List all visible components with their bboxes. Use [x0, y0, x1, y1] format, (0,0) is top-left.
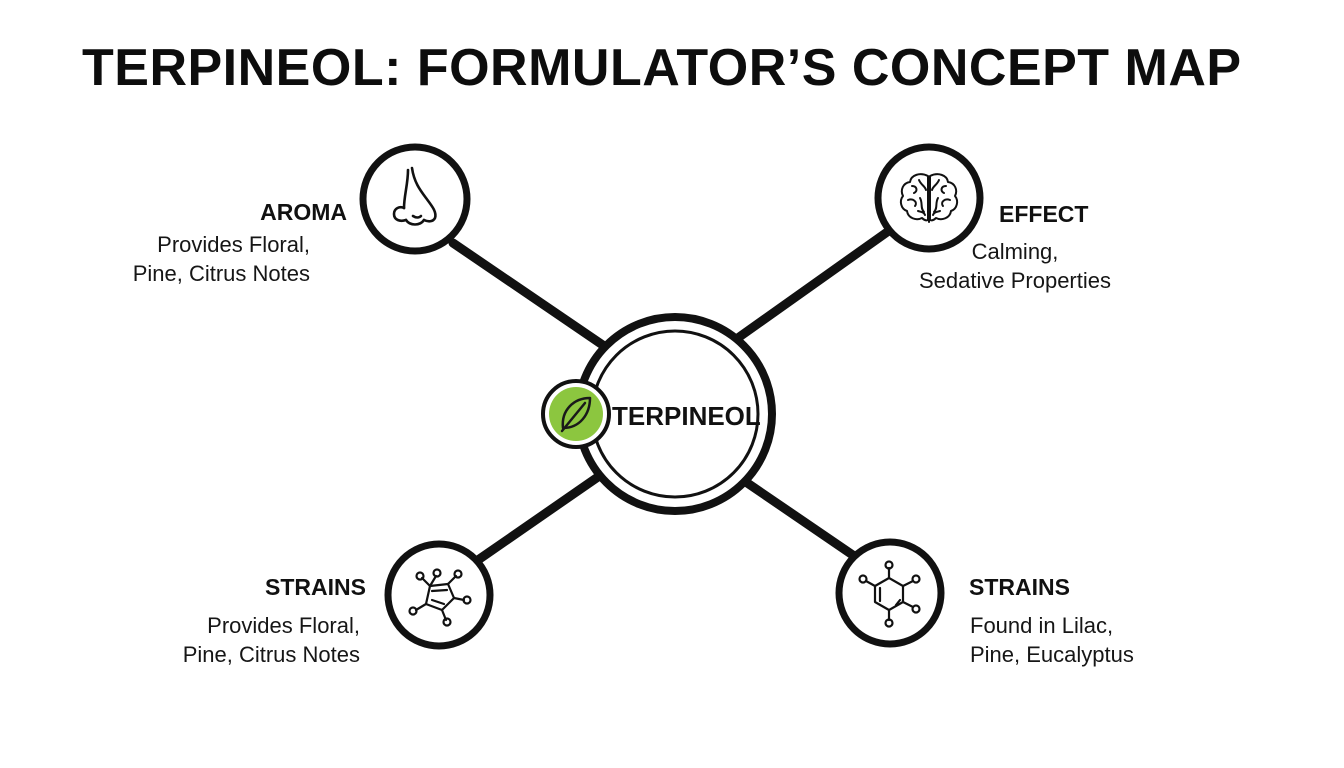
aroma-description: Provides Floral, Pine, Citrus Notes	[133, 230, 310, 288]
strains-right-desc-line-1: Found in Lilac,	[970, 613, 1114, 638]
aroma-desc-line-2: Pine, Citrus Notes	[132, 261, 310, 286]
molecule-ring-icon	[858, 560, 921, 628]
strains-right-node	[835, 538, 945, 648]
molecule-icon	[408, 568, 472, 627]
page-title: TERPINEOL: FORMULATOR’S CONCEPT MAP	[82, 39, 1242, 97]
center-node	[574, 313, 776, 515]
aroma-desc-line-1: Provides Floral,	[157, 232, 310, 257]
strains-right-label: STRAINS	[969, 574, 1070, 600]
effect-description: Calming, Sedative Properties	[905, 237, 1125, 295]
strains-left-label: STRAINS	[265, 574, 366, 600]
aroma-label: AROMA	[260, 199, 347, 225]
effect-label: EFFECT	[999, 201, 1089, 227]
connector-effect	[730, 225, 895, 345]
connector-aroma	[448, 238, 615, 355]
strains-left-node	[384, 540, 494, 650]
aroma-node	[359, 143, 471, 255]
strains-left-description: Provides Floral, Pine, Citrus Notes	[183, 611, 360, 669]
center-label: TERPINEOL	[612, 401, 761, 431]
leaf-icon	[541, 379, 611, 449]
connector-strains-left	[473, 465, 613, 565]
strains-right-desc-line-2: Pine, Eucalyptus	[970, 642, 1134, 667]
connector-strains-right	[735, 473, 865, 565]
strains-right-description: Found in Lilac, Pine, Eucalyptus	[970, 611, 1134, 669]
strains-left-desc-line-1: Provides Floral,	[207, 613, 360, 638]
nose-icon	[392, 166, 437, 226]
brain-icon	[899, 173, 959, 223]
strains-left-desc-line-2: Pine, Citrus Notes	[182, 642, 360, 667]
effect-desc-line-1: Calming,	[971, 239, 1059, 264]
effect-desc-line-2: Sedative Properties	[919, 268, 1111, 293]
